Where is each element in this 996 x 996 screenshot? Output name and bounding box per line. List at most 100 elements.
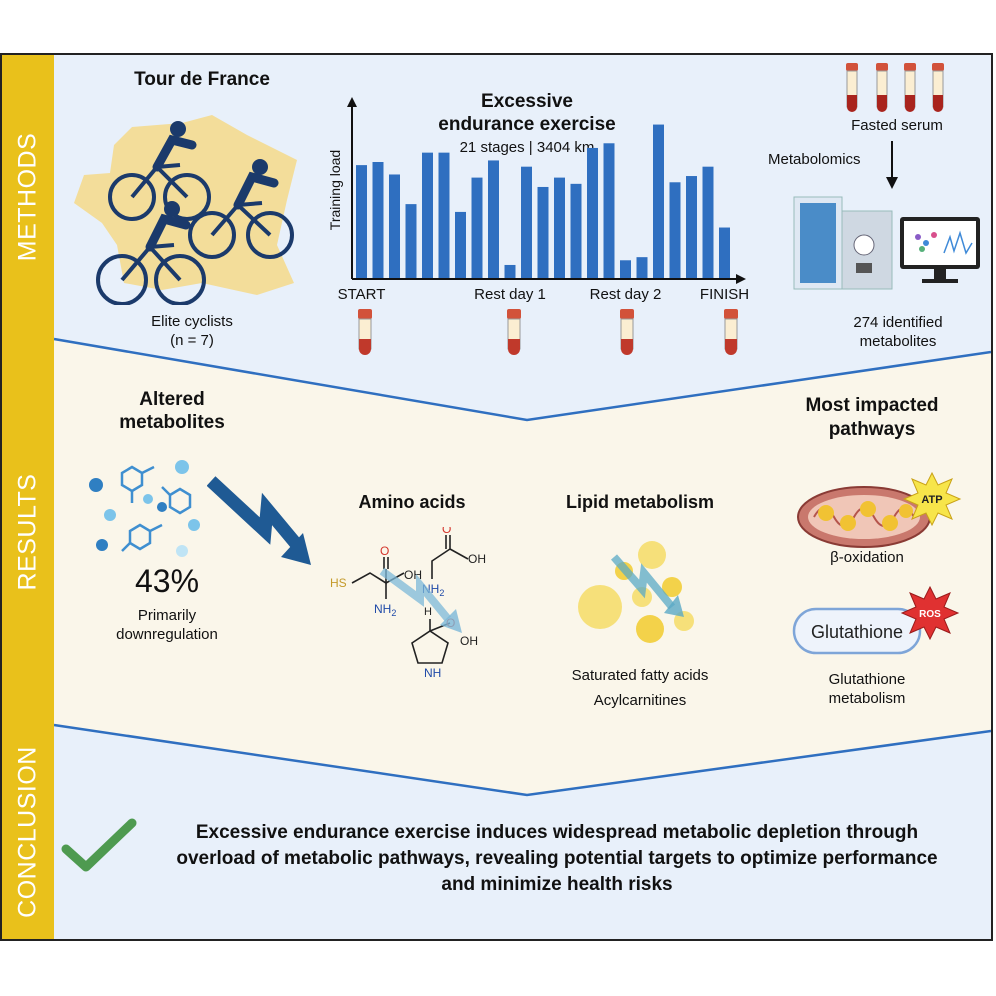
- graphical-abstract-frame: METHODS RESULTS CONCLUSION Tour de Franc…: [0, 53, 993, 941]
- exercise-subtitle: 21 stages | 3404 km: [459, 139, 595, 156]
- lipid-title: Lipid metabolism: [565, 492, 715, 512]
- altered-title-line1: Altered: [139, 389, 205, 410]
- percent-note-line1: Primarily: [137, 607, 197, 624]
- bar-stage-12: [537, 186, 549, 279]
- bar-stage-17: [620, 260, 631, 279]
- hydroxyl-label-3: OH: [460, 634, 478, 648]
- conclusion-line3: and minimize health risks: [441, 874, 673, 895]
- separator-results-conclusion: [53, 723, 991, 797]
- bar-stage-11: [521, 166, 532, 279]
- bar-stage-9: [488, 160, 499, 279]
- cyclists-label: Elite cyclists: [151, 313, 233, 330]
- cyclists-count: (n = 7): [170, 332, 214, 349]
- beta-oxidation-label: β-oxidation: [830, 549, 904, 566]
- training-load-chart: Training load START Rest day 1 Rest day 2 F…: [327, 97, 749, 303]
- identified-count: 274 identified: [853, 314, 943, 331]
- bar-stage-16: [603, 143, 615, 279]
- cyclist-icon-3: [96, 201, 206, 305]
- panel-results-bg: [54, 339, 991, 795]
- conclusion-line2: overload of metabolic pathways, revealin…: [176, 848, 938, 869]
- bar-stage-18: [636, 257, 648, 279]
- blood-tube-icon-rest1: [507, 309, 521, 355]
- cyclists-on-france-illustration: [74, 115, 297, 305]
- mitochondrion-illustration: ATP: [797, 471, 962, 548]
- bar-stage-13: [554, 177, 565, 279]
- identified-label: metabolites: [859, 333, 937, 350]
- checkmark-icon: [61, 818, 137, 872]
- glutathione-line2: metabolism: [828, 690, 906, 707]
- pathways-title-line1: Most impacted: [805, 395, 939, 416]
- category-label-4: FINISH: [700, 286, 749, 303]
- ring-amine-label: NH: [424, 666, 441, 680]
- lipid-item-saturated-fatty-acids: Saturated fatty acids: [571, 667, 709, 684]
- glutathione-pill-label: Glutathione: [811, 622, 903, 642]
- category-labels-group: START Rest day 1 Rest day 2 FINISH: [338, 286, 749, 303]
- bars-group: [356, 124, 730, 279]
- side-tab-conclusion: CONCLUSION: [2, 725, 54, 939]
- blood-tube-icon-rest2: [620, 309, 634, 355]
- y-axis-arrow: [347, 97, 357, 107]
- bar-stage-1: [356, 165, 367, 279]
- downregulation-zigzag-arrow: [207, 476, 311, 565]
- serum-tube-icon-4: [932, 63, 944, 112]
- exercise-title-line2: endurance exercise: [438, 114, 616, 135]
- bar-stage-6: [438, 152, 450, 279]
- bar-stage-3: [389, 174, 400, 279]
- altered-percent: 43%: [134, 563, 200, 599]
- ros-burst-icon: [900, 585, 960, 641]
- pathways-title-line2: pathways: [828, 419, 916, 440]
- serum-tube-icon-3: [904, 63, 916, 112]
- mass-spectrometer-and-monitor: [793, 196, 980, 290]
- conclusion-line1: Excessive endurance exercise induces wid…: [195, 822, 919, 843]
- side-tab-methods: METHODS: [2, 55, 54, 339]
- side-label-conclusion: CONCLUSION: [13, 746, 42, 918]
- hydrogen-label: H: [424, 606, 432, 618]
- bar-stage-7: [455, 211, 466, 279]
- race-title: Tour de France: [134, 69, 270, 90]
- side-label-results: RESULTS: [13, 473, 42, 591]
- bar-stage-2: [372, 162, 384, 279]
- blood-tube-icon-finish: [724, 309, 738, 355]
- ros-label: ROS: [919, 609, 941, 620]
- glutathione-pill: [792, 607, 922, 655]
- atp-label: ATP: [921, 494, 942, 506]
- amino-acid-structures: HS O OH NH2 O OH NH2 H NH O OH: [330, 527, 486, 680]
- bar-stage-20: [669, 182, 681, 279]
- bar-stage-4: [405, 204, 417, 279]
- carboxyl-o-label-1: O: [380, 544, 389, 558]
- cyclist-icon-1: [108, 121, 211, 221]
- category-label-1: START: [338, 286, 386, 303]
- bar-stage-19: [653, 124, 664, 279]
- serum-tube-icon-2: [876, 63, 888, 112]
- side-label-methods: METHODS: [13, 132, 42, 262]
- bar-stage-15: [587, 147, 598, 279]
- glutathione-line1: Glutathione: [828, 671, 906, 688]
- mass-spectrometer-icon: [793, 196, 893, 290]
- bar-stage-22: [702, 166, 714, 279]
- cyclist-icon-2: [188, 159, 294, 259]
- computer-monitor-icon: [900, 217, 980, 283]
- lipid-depletion-arrow-icon: [664, 595, 684, 617]
- metabolite-molecules-icon: [89, 460, 200, 557]
- category-label-2: Rest day 1: [474, 286, 546, 303]
- bar-stage-8: [471, 177, 483, 279]
- bar-stage-21: [686, 176, 697, 279]
- altered-title-line2: metabolites: [119, 412, 225, 433]
- side-tab-results: RESULTS: [2, 339, 54, 725]
- carboxyl-o-label-2: O: [442, 527, 451, 536]
- amine-label-1: NH2: [374, 602, 396, 618]
- y-axis-label: Training load: [327, 150, 343, 230]
- lipid-item-acylcarnitines: Acylcarnitines: [593, 692, 687, 709]
- down-arrow-icon: [886, 141, 898, 189]
- france-map-icon: [74, 115, 297, 295]
- category-label-3: Rest day 2: [590, 286, 662, 303]
- depletion-arrow-icon: [440, 609, 462, 633]
- amino-acids-title: Amino acids: [358, 492, 466, 512]
- blood-sample-tubes: [358, 309, 738, 355]
- bar-stage-10: [504, 264, 516, 279]
- bar-stage-23: [719, 227, 730, 279]
- lipid-droplets-icon: [578, 541, 694, 643]
- blood-tube-icon-start: [358, 309, 372, 355]
- percent-note-line2: downregulation: [116, 626, 218, 643]
- glutathione-illustration: Glutathione ROS: [792, 585, 960, 655]
